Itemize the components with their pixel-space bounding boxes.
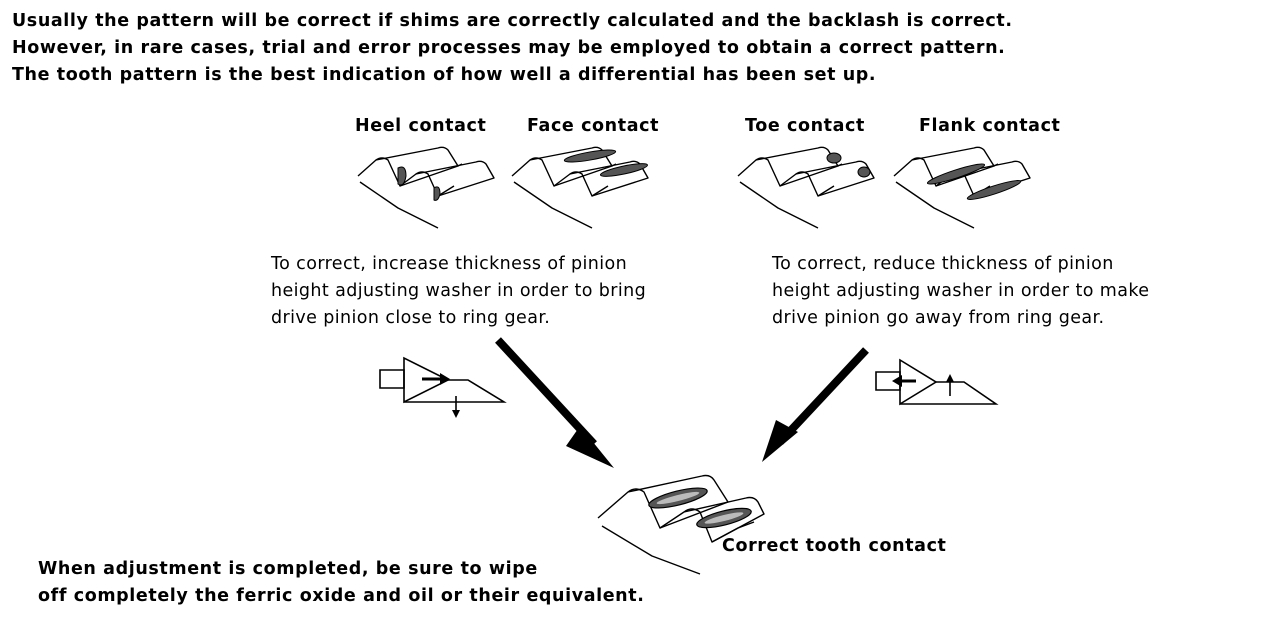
face-contact-gear	[511, 146, 649, 229]
reduce-correction-note: To correct, reduce thickness of pinion h…	[772, 251, 1149, 332]
heel-contact-label: Heel contact	[355, 116, 487, 136]
flank-contact-label: Flank contact	[919, 116, 1061, 136]
toe-contact-label: Toe contact	[745, 116, 865, 136]
pinion-shaft-left	[379, 369, 405, 389]
heel-contact-gear	[357, 146, 495, 229]
face-contact-label: Face contact	[527, 116, 660, 136]
reduce-line-2: height adjusting washer in order to make	[772, 281, 1150, 301]
increase-line-2: height adjusting washer in order to brin…	[271, 281, 647, 301]
flank-contact-patch	[926, 163, 986, 185]
final-line-2: off completely the ferric oxide and oil …	[38, 586, 645, 606]
right-diagonal-arrow	[762, 347, 869, 462]
flank-contact-gear	[893, 146, 1031, 229]
arrow-left-icon	[892, 375, 902, 387]
reduce-line-1: To correct, reduce thickness of pinion	[772, 254, 1114, 274]
increase-line-3: drive pinion close to ring gear.	[271, 308, 551, 328]
heel-contact-patch	[397, 166, 407, 186]
intro-line-3: The tooth pattern is the best indication…	[12, 65, 877, 85]
correct-contact-gear	[597, 474, 765, 575]
face-contact-patch	[563, 149, 617, 163]
final-line-1: When adjustment is completed, be sure to…	[38, 559, 538, 579]
increase-correction-note: To correct, increase thickness of pinion…	[271, 251, 646, 332]
pinion-move-away-diagram	[875, 358, 999, 406]
intro-line-2: However, in rare cases, trial and error …	[12, 38, 1006, 58]
arrow-right-icon	[440, 373, 450, 385]
toe-contact-patch	[826, 152, 842, 164]
arrow-down-icon	[452, 410, 460, 418]
increase-line-1: To correct, increase thickness of pinion	[271, 254, 628, 274]
pinion-move-closer-diagram	[379, 356, 507, 418]
intro-line-1: Usually the pattern will be correct if s…	[12, 11, 1013, 31]
intro-text: Usually the pattern will be correct if s…	[12, 8, 1252, 89]
correct-contact-label: Correct tooth contact	[722, 536, 947, 556]
left-diagonal-arrow	[495, 337, 614, 468]
toe-contact-gear	[737, 146, 875, 229]
arrow-up-icon	[946, 374, 954, 382]
final-note: When adjustment is completed, be sure to…	[38, 556, 644, 610]
reduce-line-3: drive pinion go away from ring gear.	[772, 308, 1105, 328]
